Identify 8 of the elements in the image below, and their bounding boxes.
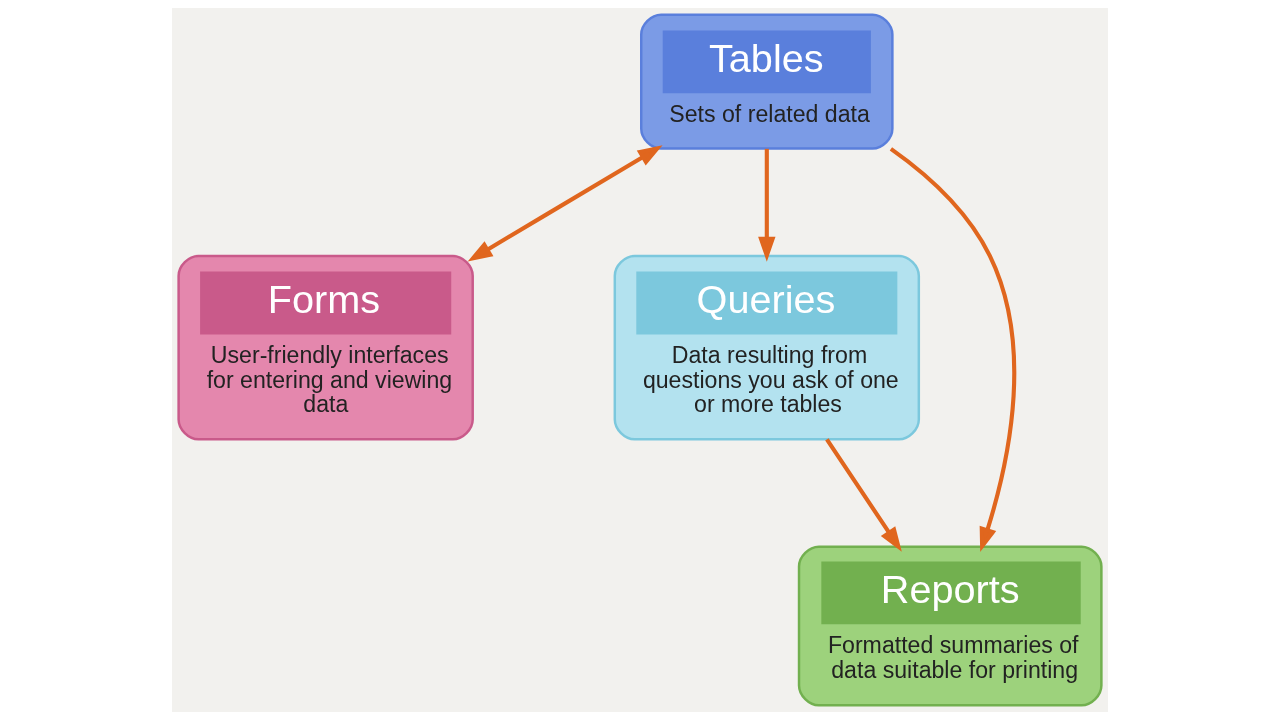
node-box: Reports Formatted summaries of data suitable for printing [797,545,1103,707]
arrow [758,148,776,262]
node-box: Queries Data resulting from questions you ask of one or more tables [613,254,921,441]
arrow [467,145,663,262]
arrow [825,438,902,552]
node-box: Forms User-friendly interfaces for entering and viewing data [177,254,474,441]
node-box: Tables Sets of related data [640,13,894,150]
arrow [889,147,1017,552]
